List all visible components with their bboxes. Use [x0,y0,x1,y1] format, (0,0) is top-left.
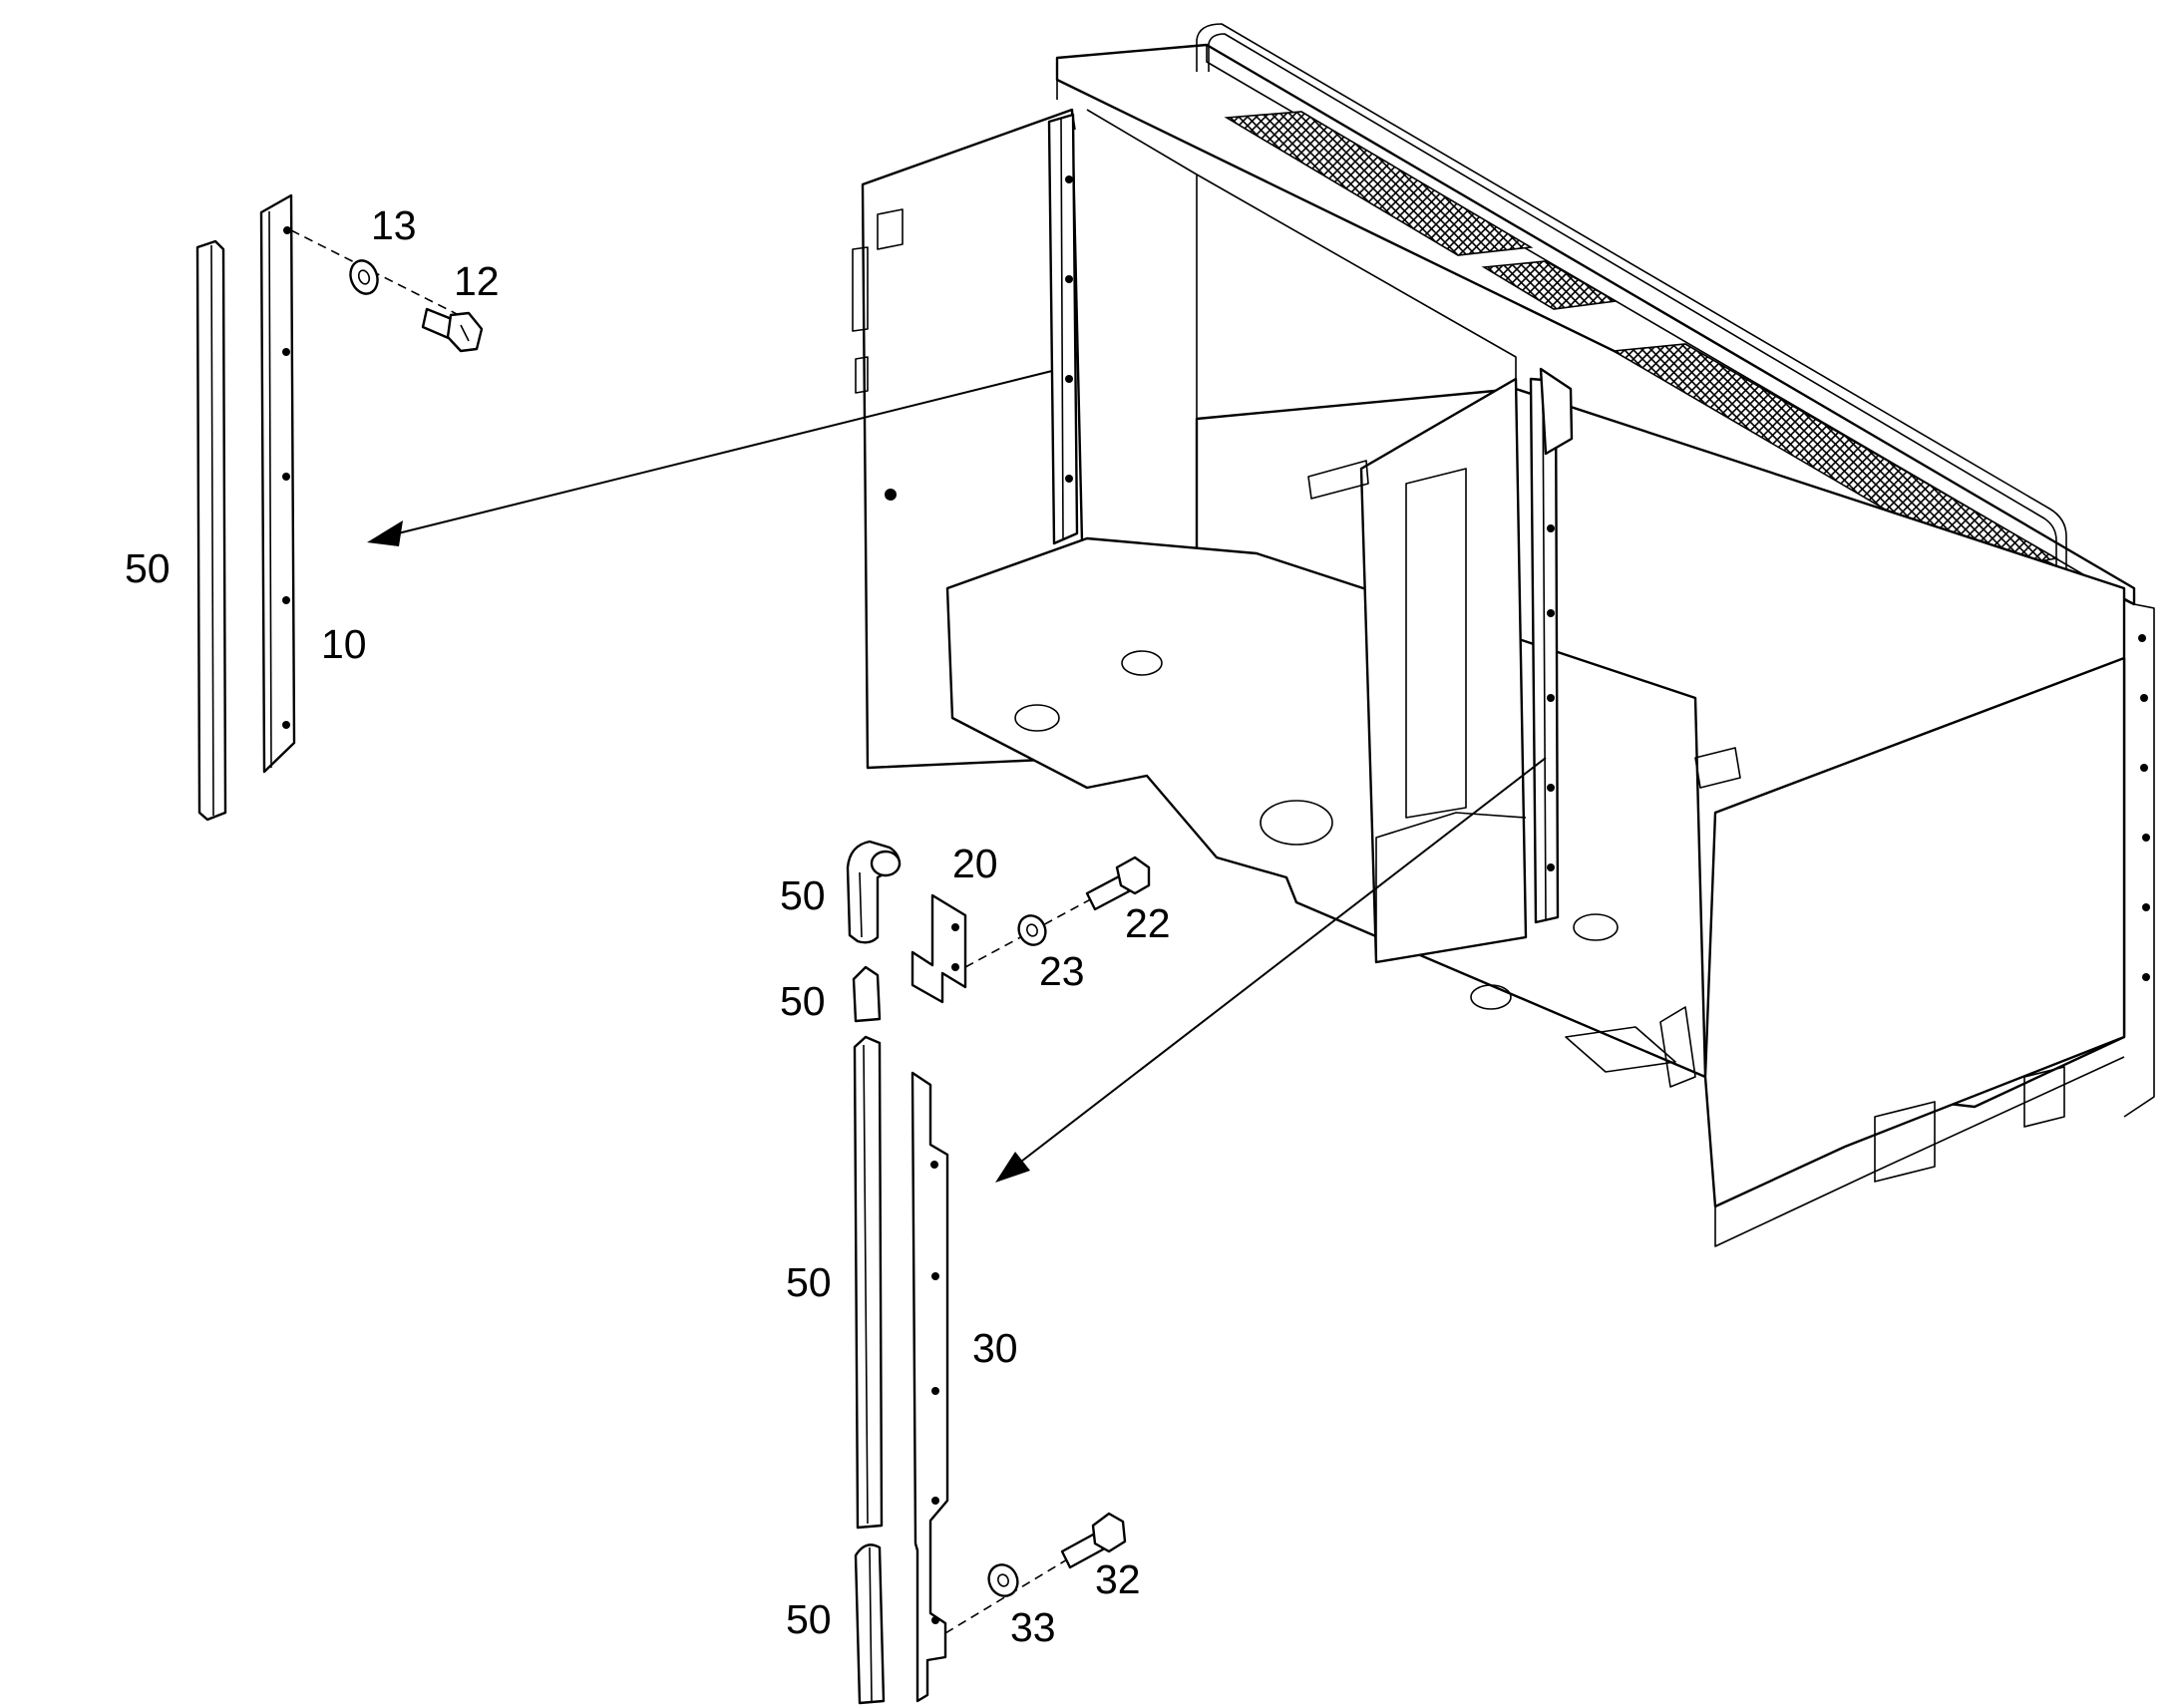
callout-50-upper: 50 [125,545,171,591]
callout-33: 33 [1010,1604,1056,1650]
callout-50-short: 50 [780,978,826,1024]
callout-20: 20 [952,841,998,886]
bracket-plate-20 [910,893,967,1004]
arrow-lower-head [995,1152,1030,1183]
callout-23: 23 [1039,948,1085,994]
callout-50-bottom: 50 [786,1596,832,1642]
arrow-upper-head [367,520,403,546]
callout-32: 32 [1095,1556,1141,1602]
leader-lower [1016,757,1547,1166]
callout-labels: 10 12 13 20 22 23 30 32 33 50 50 50 50 5… [125,202,1171,1650]
washer-33 [987,1563,1019,1597]
callout-10: 10 [321,621,367,667]
bolt-12 [421,307,484,353]
seal-long-50 [853,1035,884,1530]
callout-13: 13 [371,202,417,248]
cabin-frame [852,23,2155,1247]
bolt-32 [1060,1512,1127,1569]
seal-elbow-50 [846,840,902,944]
bolt-22 [1085,855,1151,911]
callout-50-elbow: 50 [780,872,826,918]
seal-strip-50-upper [195,239,227,822]
callout-12: 12 [454,258,500,304]
leader-upper [393,370,1053,535]
callout-30: 30 [972,1325,1018,1371]
seal-short-50 [852,965,882,1023]
seal-bottom-50 [854,1543,886,1705]
callout-22: 22 [1125,900,1171,946]
callout-50-long: 50 [786,1259,832,1305]
mounting-plate-30 [910,1071,949,1703]
washer-23 [1017,914,1047,946]
trim-strip-10 [259,193,296,774]
leader-arrows [367,370,1547,1183]
washer-13 [290,229,470,321]
